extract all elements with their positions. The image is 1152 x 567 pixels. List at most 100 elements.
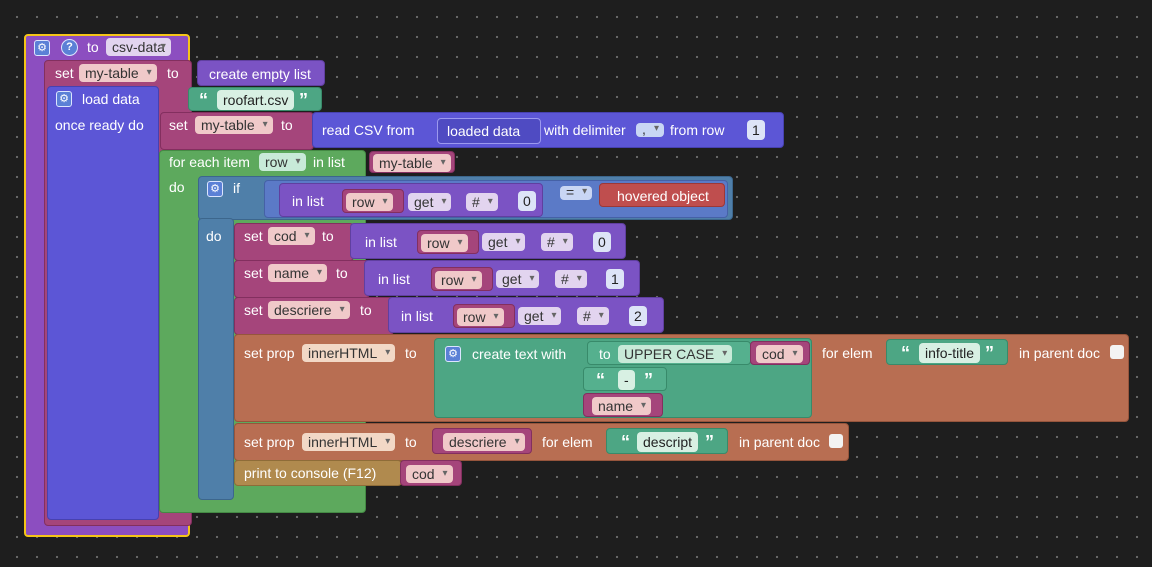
in-list-get-block[interactable]: in list row get # 2 <box>388 297 664 333</box>
load-data-label: load data <box>82 91 140 107</box>
do-label: do <box>169 179 185 195</box>
list-variable-dropdown[interactable]: my-table <box>373 154 451 172</box>
loop-variable-dropdown[interactable]: row <box>259 153 306 171</box>
procedure-name-field[interactable]: csv-data <box>106 38 171 56</box>
create-empty-list-label: create empty list <box>209 66 311 82</box>
descriere-variable-block[interactable]: descriere <box>432 428 532 454</box>
read-csv-block[interactable]: read CSV from loaded data with delimiter… <box>312 112 784 148</box>
in-list-label: in list <box>313 154 345 170</box>
index-type-dropdown[interactable]: # <box>555 270 587 288</box>
get-dropdown[interactable]: get <box>482 233 526 251</box>
set-label: set <box>55 65 74 81</box>
to-label: to <box>405 434 417 450</box>
name-dropdown[interactable]: name <box>592 397 652 415</box>
for-elem-label: for elem <box>822 345 873 361</box>
row-dropdown[interactable]: row <box>421 234 468 252</box>
gear-icon[interactable]: ⚙ <box>207 181 223 197</box>
gear-icon[interactable]: ⚙ <box>445 346 461 362</box>
case-dropdown[interactable]: UPPER CASE <box>618 345 733 363</box>
index-type-dropdown[interactable]: # <box>466 193 498 211</box>
delimiter-label: with delimiter <box>544 122 626 138</box>
element-id-field[interactable]: descript <box>637 432 699 452</box>
to-label: to <box>281 117 293 133</box>
list-variable-block[interactable]: my-table <box>369 151 455 173</box>
to-label: to <box>599 346 611 362</box>
checkbox-icon[interactable] <box>1110 345 1124 359</box>
variable-dropdown[interactable]: my-table <box>79 64 157 82</box>
create-empty-list-block[interactable]: create empty list <box>197 60 325 86</box>
gear-icon[interactable]: ⚙ <box>34 40 50 56</box>
in-list-get-block[interactable]: in list row get # 0 <box>350 223 626 259</box>
text-block[interactable]: “ descript ” <box>606 428 728 454</box>
dash-text-field[interactable]: - <box>618 370 635 390</box>
compare-operator-dropdown[interactable]: = <box>560 185 593 200</box>
compare-block[interactable]: in list row get # 0 = hovered object <box>264 180 728 218</box>
get-dropdown[interactable]: get <box>496 270 540 288</box>
index-field[interactable]: 1 <box>606 269 624 289</box>
in-list-get-block[interactable]: in list row get # 0 <box>279 183 543 217</box>
loaded-data-block[interactable]: loaded data <box>437 118 541 144</box>
read-csv-label: read CSV from <box>322 122 415 138</box>
element-id-field[interactable]: info-title <box>919 343 981 363</box>
open-quote-icon: “ <box>901 343 910 363</box>
set-label: set <box>244 302 263 318</box>
create-text-block[interactable]: ⚙ create text with to UPPER CASE cod “ -… <box>434 338 812 418</box>
get-dropdown[interactable]: get <box>408 193 452 211</box>
checkbox-icon[interactable] <box>829 434 843 448</box>
index-field[interactable]: 0 <box>518 191 536 211</box>
index-type-dropdown[interactable]: # <box>541 233 573 251</box>
print-console-label: print to console (F12) <box>244 465 377 481</box>
property-dropdown[interactable]: innerHTML <box>302 344 396 362</box>
row-number-field[interactable]: 1 <box>747 120 765 140</box>
load-data-block[interactable] <box>47 86 159 520</box>
text-block[interactable]: “ - ” <box>583 367 667 391</box>
variable-dropdown[interactable]: descriere <box>268 301 350 319</box>
property-dropdown[interactable]: innerHTML <box>302 433 396 451</box>
question-icon[interactable]: ? <box>61 39 78 56</box>
row-dropdown[interactable]: row <box>346 193 393 211</box>
in-list-label: in list <box>365 234 397 250</box>
variable-dropdown[interactable]: cod <box>268 227 315 245</box>
to-label: to <box>336 265 348 281</box>
index-field[interactable]: 2 <box>629 306 647 326</box>
do-label: do <box>206 228 222 244</box>
in-parent-doc-label: in parent doc <box>739 434 820 450</box>
from-row-label: from row <box>670 122 725 138</box>
row-variable-block[interactable]: row <box>342 189 404 213</box>
open-quote-icon: “ <box>621 432 630 452</box>
row-dropdown[interactable]: row <box>435 271 482 289</box>
open-quote-icon: “ <box>596 370 605 390</box>
cod-variable-block[interactable]: cod <box>750 341 810 365</box>
variable-dropdown[interactable]: name <box>268 264 328 282</box>
get-dropdown[interactable]: get <box>518 307 562 325</box>
in-parent-doc-label: in parent doc <box>1019 345 1100 361</box>
variable-dropdown[interactable]: my-table <box>195 116 273 134</box>
row-variable-block[interactable]: row <box>431 267 493 291</box>
cod-dropdown[interactable]: cod <box>406 465 453 483</box>
row-variable-block[interactable]: row <box>453 304 515 328</box>
close-quote-icon: ” <box>985 343 994 363</box>
index-field[interactable]: 0 <box>593 232 611 252</box>
to-label: to <box>167 65 179 81</box>
loaded-data-label: loaded data <box>447 123 521 139</box>
in-list-get-block[interactable]: in list row get # 1 <box>364 260 640 296</box>
open-quote-icon: “ <box>199 90 208 110</box>
delimiter-dropdown[interactable]: , <box>636 122 664 137</box>
set-prop-label: set prop <box>244 434 295 450</box>
set-label: set <box>244 265 263 281</box>
index-type-dropdown[interactable]: # <box>577 307 609 325</box>
text-block[interactable]: “ roofart.csv ” <box>188 87 322 111</box>
text-block[interactable]: “ info-title ” <box>886 339 1008 365</box>
gear-icon[interactable]: ⚙ <box>56 91 72 107</box>
close-quote-icon: ” <box>299 90 308 110</box>
descriere-dropdown[interactable]: descriere <box>443 433 525 451</box>
row-dropdown[interactable]: row <box>457 308 504 326</box>
name-variable-block[interactable]: name <box>583 393 663 417</box>
upper-case-block[interactable]: to UPPER CASE <box>587 341 751 365</box>
cod-dropdown[interactable]: cod <box>756 345 803 363</box>
file-name-field[interactable]: roofart.csv <box>217 90 295 110</box>
hovered-object-block[interactable]: hovered object <box>599 183 725 207</box>
cod-variable-block[interactable]: cod <box>400 460 462 486</box>
row-variable-block[interactable]: row <box>417 230 479 254</box>
close-quote-icon: ” <box>705 432 714 452</box>
